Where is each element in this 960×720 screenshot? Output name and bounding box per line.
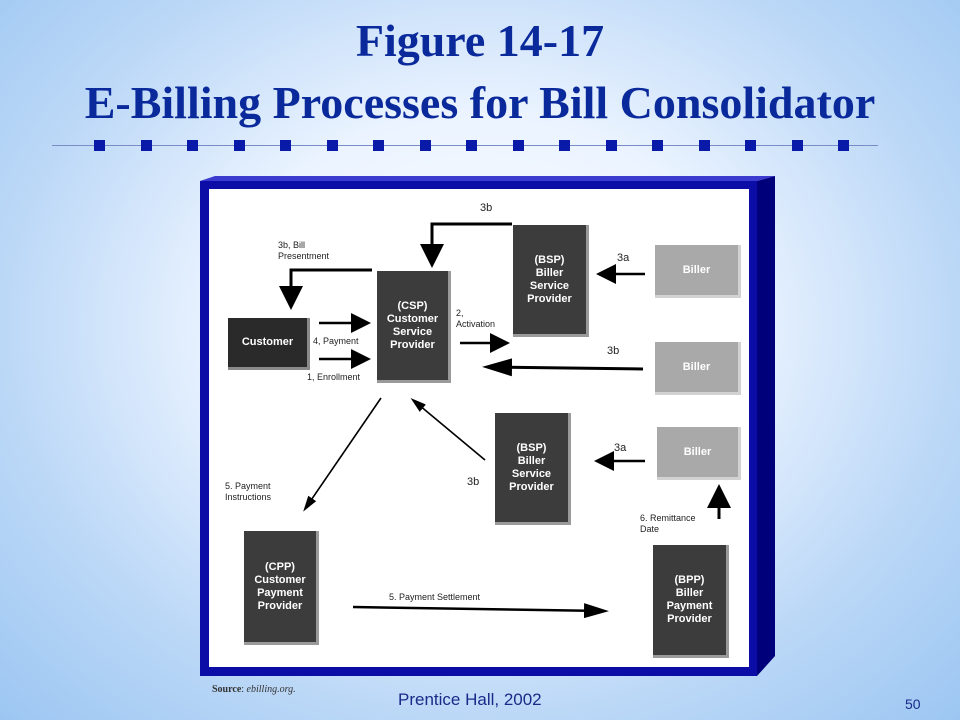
divider-square	[187, 140, 198, 151]
page-number: 50	[905, 696, 921, 712]
figure-frame-bevel	[200, 176, 775, 676]
node-bpp: (BPP) Biller Payment Provider	[653, 545, 729, 658]
divider-square	[419, 140, 431, 151]
node-csp: (CSP) Customer Service Provider	[377, 271, 451, 383]
node-biller-1: Biller	[655, 245, 741, 298]
label-remittance: 6. Remittance Date	[640, 513, 696, 534]
divider-square	[745, 140, 756, 151]
label-payment-4: 4, Payment	[313, 336, 359, 346]
divider-square	[605, 140, 617, 151]
node-biller-2: Biller	[655, 342, 741, 395]
divider-square	[698, 140, 710, 151]
slide-title: Figure 14-17	[355, 15, 605, 66]
divider-square	[326, 140, 338, 151]
label-activation: 2, Activation	[456, 308, 496, 329]
divider-square	[652, 140, 663, 151]
arrow-bill-presentment	[279, 268, 372, 310]
divider-square	[280, 140, 291, 151]
source-citation: Source: ebilling.org.	[212, 684, 296, 695]
arrow-payment-settlement	[352, 603, 609, 619]
label-payment-instructions: 5. Payment Instructions	[225, 481, 272, 502]
node-cpp: (CPP) Customer Payment Provider	[244, 531, 319, 645]
label-bill-presentment: 3b, Bill Presentment	[278, 240, 330, 261]
divider-square	[140, 140, 152, 151]
arrow-3b-top	[420, 222, 512, 268]
node-bsp-bottom: (BSP) Biller Service Provider	[495, 413, 571, 525]
node-customer: Customer	[228, 318, 310, 370]
divider-square	[512, 140, 524, 151]
label-3b-lower: 3b	[467, 476, 480, 488]
label-payment-settlement: 5. Payment Settlement	[389, 592, 481, 602]
divider-square	[373, 140, 384, 151]
source-label: Source	[212, 684, 242, 695]
source-text: ebilling.org.	[246, 684, 296, 695]
label-enrollment-1: 1, Enrollment	[307, 372, 361, 382]
divider-square	[838, 140, 849, 151]
label-3b-middle: 3b	[607, 345, 620, 357]
footer-publisher: Prentice Hall, 2002	[398, 690, 542, 709]
arrow-3b-middle	[482, 358, 644, 377]
slide-subtitle: E-Billing Processes for Bill Consolidato…	[84, 77, 876, 128]
label-3b-top: 3b	[480, 202, 493, 214]
divider-square	[94, 140, 105, 151]
node-bsp-top: (BSP) Biller Service Provider	[513, 225, 589, 337]
divider-square	[466, 140, 477, 151]
arrow-3b-lower	[410, 397, 486, 461]
node-biller-3: Biller	[657, 427, 741, 480]
divider-square	[791, 140, 803, 151]
arrow-payment-instructions	[303, 397, 382, 512]
label-3a-lower: 3a	[614, 442, 627, 454]
divider-square	[559, 140, 570, 151]
label-3a-top: 3a	[617, 252, 630, 264]
divider-square	[233, 140, 245, 151]
title-divider-line	[52, 145, 878, 146]
